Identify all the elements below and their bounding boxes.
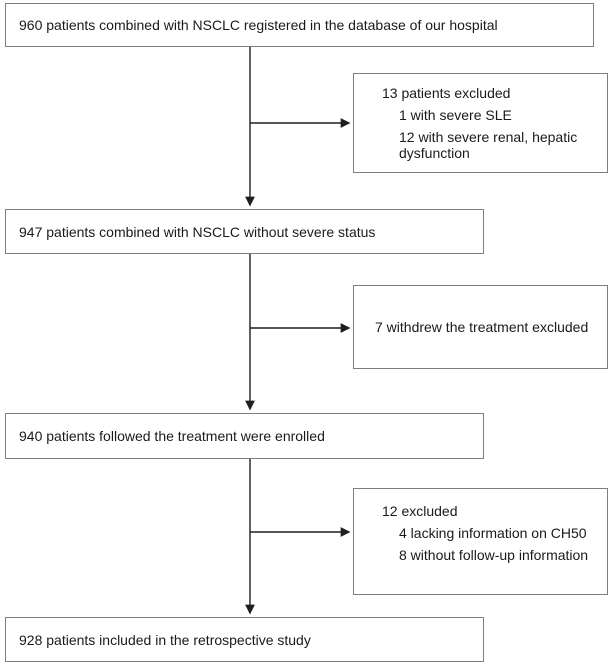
- flow-box-947-without-severe-status: 947 patients combined with NSCLC without…: [5, 209, 484, 254]
- exclusion-box-7-title: 7 withdrew the treatment excluded: [375, 319, 589, 335]
- exclusion-box-12-item: 8 without follow-up information: [399, 547, 589, 563]
- exclusion-box-13-item: 1 with severe SLE: [399, 107, 512, 123]
- flow-box-960-registered: 960 patients combined with NSCLC registe…: [5, 3, 594, 47]
- flow-box-960-text: 960 patients combined with NSCLC registe…: [19, 17, 498, 33]
- exclusion-box-13-title: 13 patients excluded: [382, 85, 511, 101]
- exclusion-box-12-title: 12 excluded: [382, 503, 458, 519]
- exclusion-box-7: 7 withdrew the treatment excluded: [353, 285, 608, 369]
- exclusion-box-12-item: 4 lacking information on CH50: [399, 525, 587, 541]
- exclusion-box-12: 12 excluded 4 lacking information on CH5…: [353, 488, 608, 595]
- exclusion-box-13: 13 patients excluded 1 with severe SLE 1…: [353, 73, 608, 173]
- flow-box-947-text: 947 patients combined with NSCLC without…: [19, 223, 376, 240]
- flow-box-940-enrolled: 940 patients followed the treatment were…: [5, 413, 484, 459]
- flow-box-928-included: 928 patients included in the retrospecti…: [5, 617, 484, 662]
- flow-box-940-text: 940 patients followed the treatment were…: [19, 428, 325, 444]
- flow-box-928-text: 928 patients included in the retrospecti…: [19, 631, 311, 648]
- exclusion-box-13-item: 12 with severe renal, hepatic dysfunctio…: [399, 129, 578, 161]
